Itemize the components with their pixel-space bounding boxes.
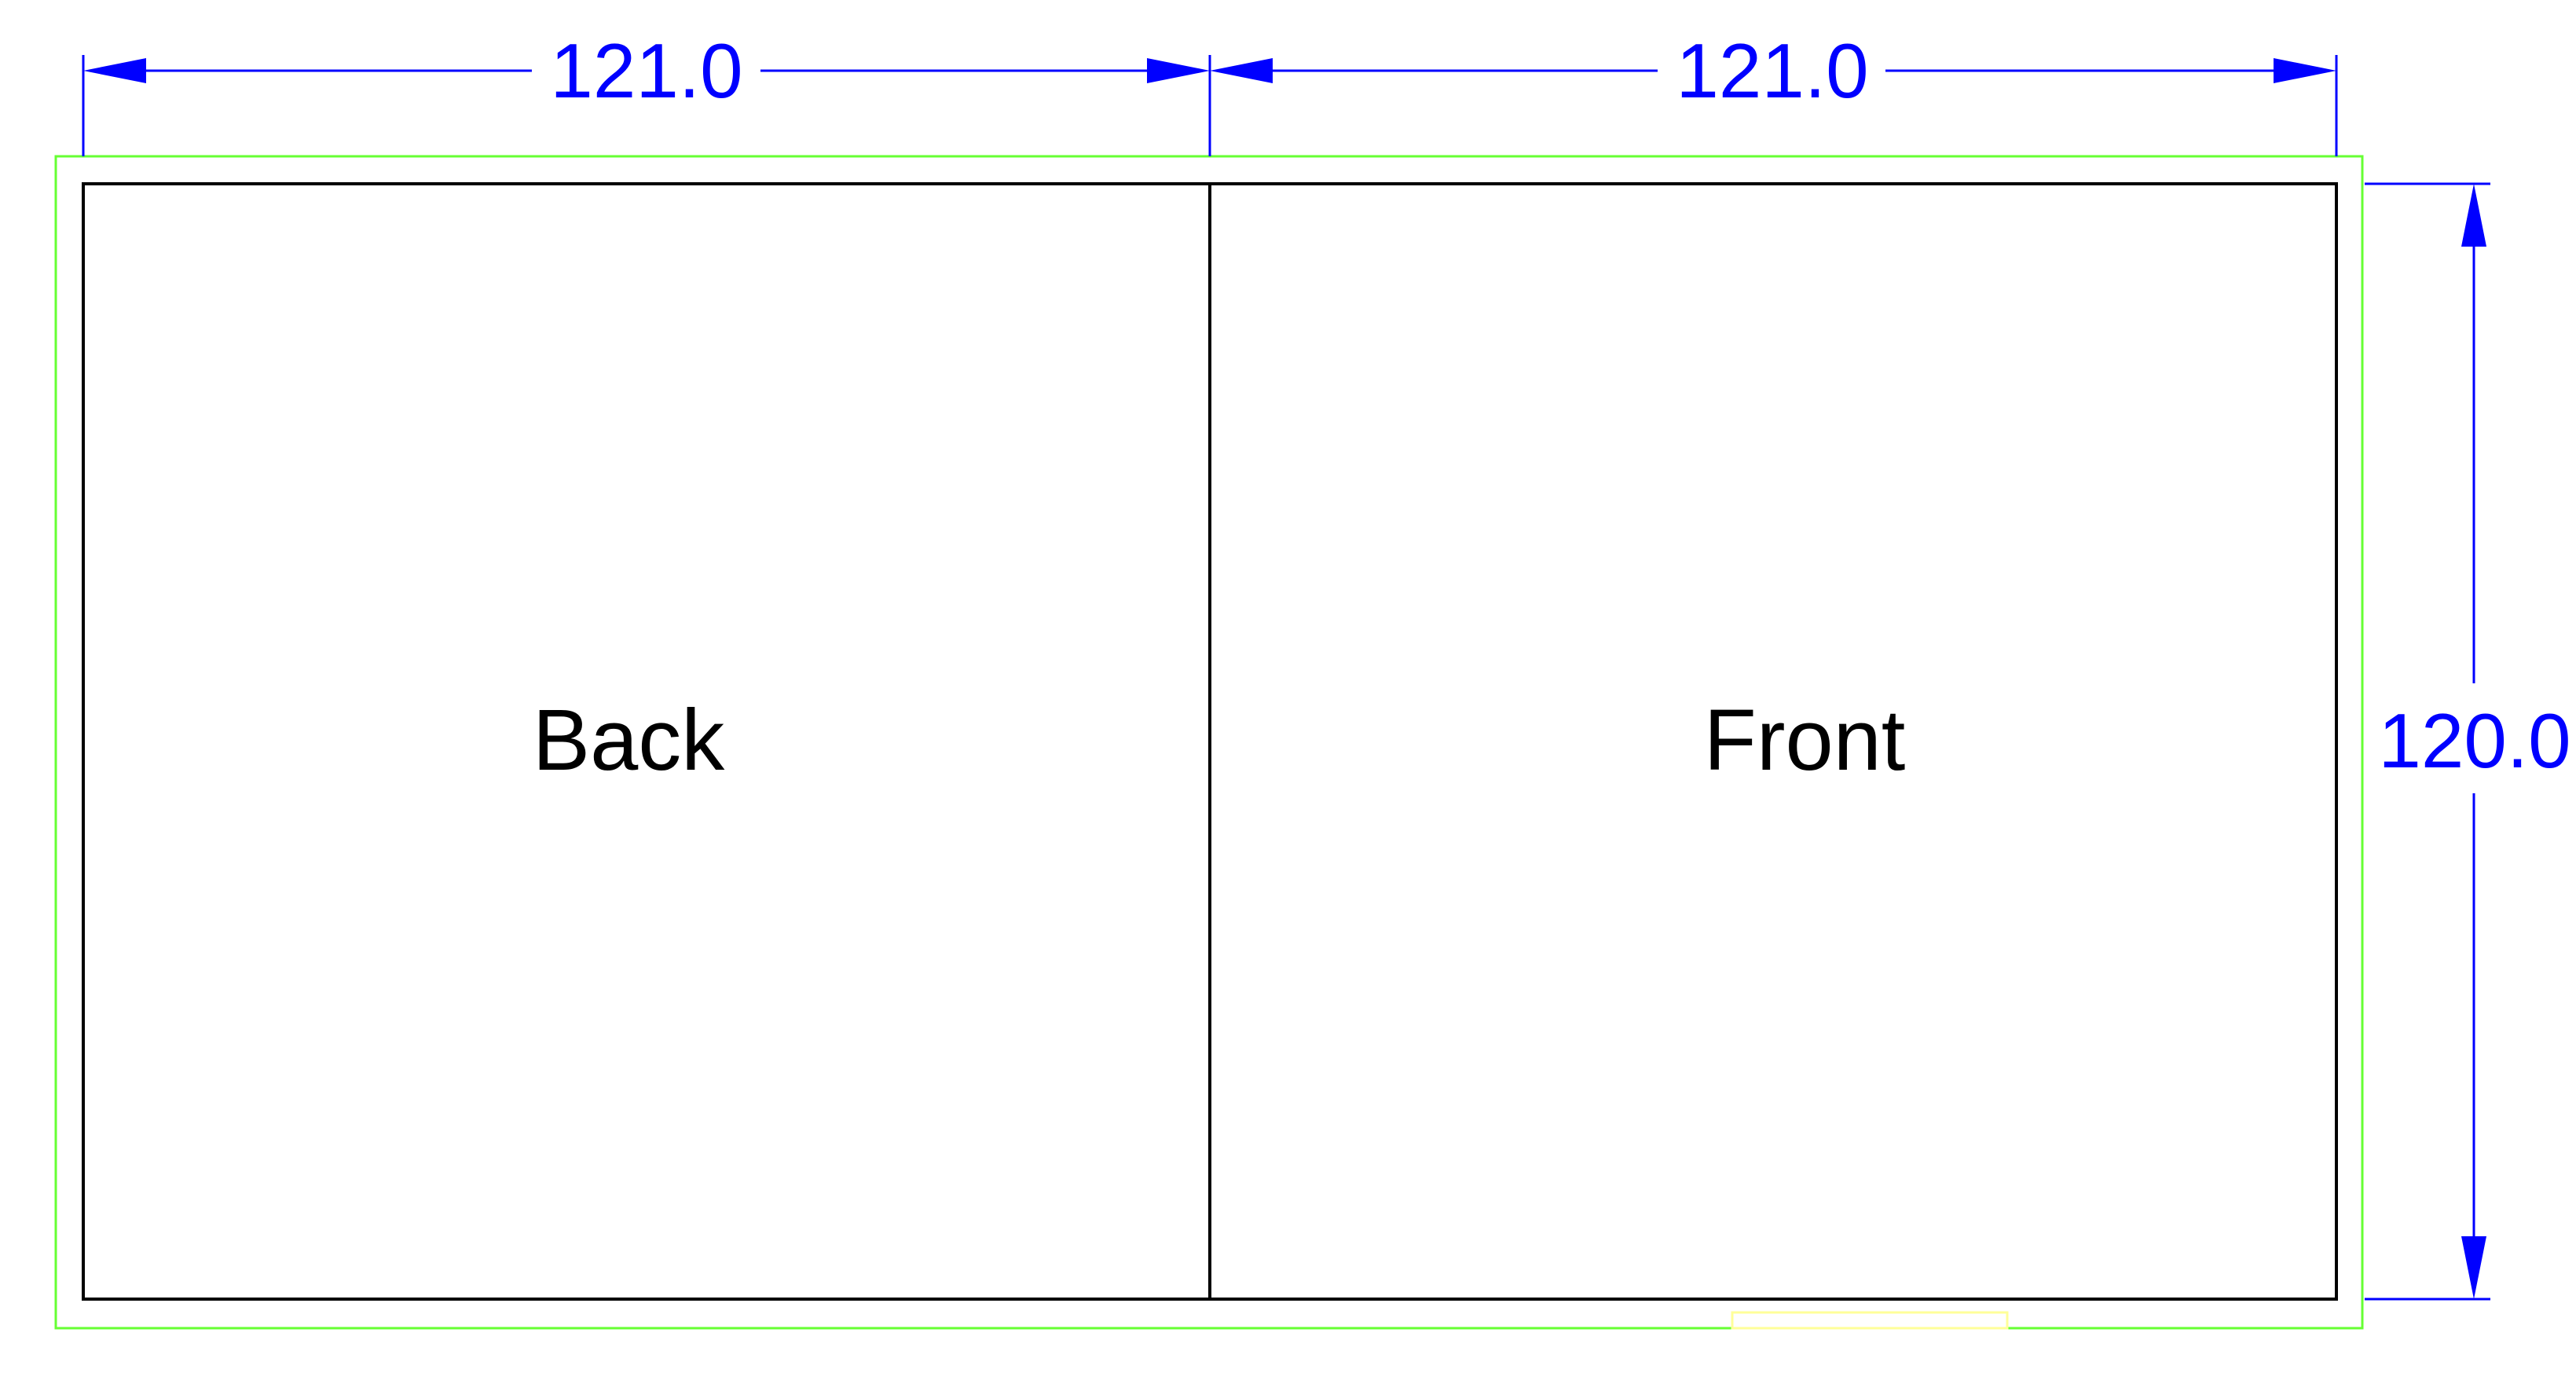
arrow-right-icon [1147, 58, 1210, 83]
back-width-dimension: 121.0 [82, 27, 1211, 156]
front-width-dimension: 121.0 [1210, 27, 2338, 156]
arrow-right-icon [2274, 58, 2336, 83]
arrow-down-icon [2461, 1236, 2486, 1299]
arrow-left-icon [1210, 58, 1273, 83]
bottom-tab [1731, 1311, 2009, 1330]
arrow-left-icon [83, 58, 146, 83]
front-width-value: 121.0 [1676, 27, 1868, 114]
height-dimension: 120.0 [2365, 182, 2571, 1301]
back-panel-label: Back [533, 692, 726, 789]
front-panel-label: Front [1704, 692, 1906, 789]
back-width-value: 121.0 [550, 27, 742, 114]
back-panel [82, 182, 1211, 1301]
arrow-up-icon [2461, 184, 2486, 247]
height-value: 120.0 [2378, 697, 2571, 784]
front-panel [1208, 182, 2338, 1301]
